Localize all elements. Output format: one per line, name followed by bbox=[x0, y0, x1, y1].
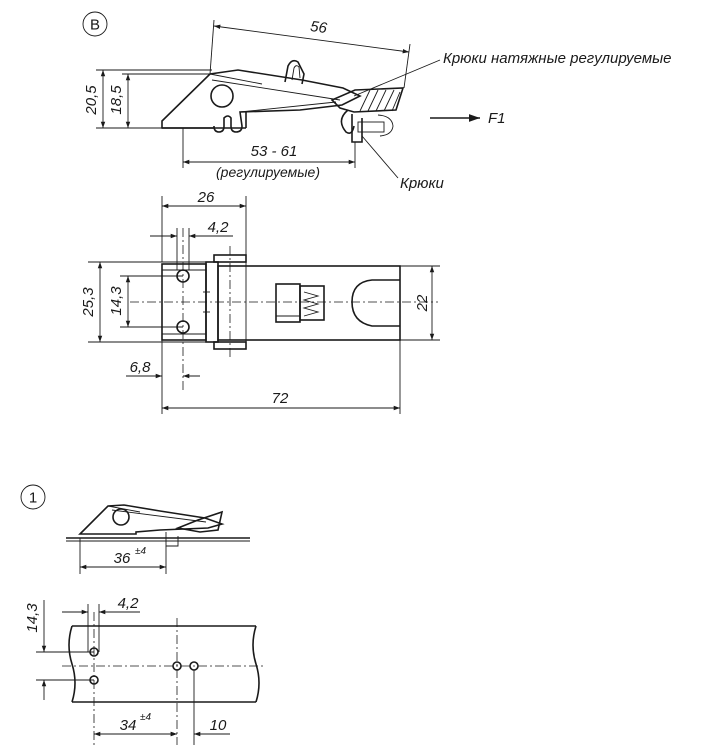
dim-14-3-top: 14,3 bbox=[108, 286, 125, 316]
dim-4-2-top: 4,2 bbox=[208, 219, 230, 236]
dim-36-tolerance: ±4 bbox=[135, 546, 146, 557]
variant-1-marker-circle bbox=[20, 484, 46, 510]
dim-34-tolerance: ±4 bbox=[140, 712, 151, 723]
variant-1-hole-pattern: 14,3 4,2 34 ±4 10 bbox=[24, 595, 266, 745]
adjustable-note: (регулируемые) bbox=[216, 164, 320, 180]
label-hooks: Крюки bbox=[400, 175, 445, 192]
dim-22: 22 bbox=[414, 294, 431, 312]
dim-25-3: 25,3 bbox=[80, 287, 97, 318]
dim-10: 10 bbox=[210, 717, 227, 734]
latch-body-variant bbox=[78, 504, 225, 535]
variant-1-side: 1 36 ±4 bbox=[20, 484, 250, 574]
side-view-b: B 5 bbox=[82, 11, 672, 192]
top-view: 26 4,2 25,3 14,3 22 6,8 72 bbox=[80, 189, 440, 414]
dim-14-3-bottom: 14,3 bbox=[24, 603, 41, 633]
variant-1-marker: 1 bbox=[29, 490, 37, 507]
tension-hook-variant bbox=[175, 510, 224, 533]
lever-body bbox=[217, 265, 401, 341]
dim-18-5: 18,5 bbox=[108, 85, 125, 115]
dim-53-61: 53 - 61 bbox=[251, 143, 298, 160]
tension-hook-side bbox=[330, 87, 405, 143]
leader-hooks bbox=[361, 135, 399, 179]
pivot-hole-variant bbox=[112, 508, 130, 526]
dim-4-2-bottom: 4,2 bbox=[118, 595, 140, 612]
view-b-marker-circle bbox=[82, 11, 108, 37]
label-force: F1 bbox=[488, 110, 506, 127]
dim-26: 26 bbox=[197, 189, 215, 206]
dim-20-5: 20,5 bbox=[83, 85, 100, 116]
spring-housing bbox=[299, 285, 325, 321]
dim-72: 72 bbox=[272, 390, 289, 407]
dim-6-8: 6,8 bbox=[130, 359, 152, 376]
pivot-hole-side bbox=[210, 84, 234, 108]
spring-coil bbox=[302, 291, 320, 317]
dim-34: 34 bbox=[120, 717, 137, 734]
label-hooks-adjustable: Крюки натяжные регулируемые bbox=[443, 50, 672, 67]
break-line-right bbox=[252, 625, 260, 703]
latch-body-side bbox=[161, 59, 362, 133]
dim-56: 56 bbox=[309, 18, 328, 37]
finger-slot bbox=[351, 279, 400, 327]
adjustable-hook-loop bbox=[284, 59, 305, 85]
dim-36: 36 bbox=[114, 550, 131, 567]
leader-hooks-adjustable bbox=[353, 59, 441, 97]
break-line-left bbox=[68, 625, 76, 703]
view-b-marker: B bbox=[90, 17, 100, 34]
